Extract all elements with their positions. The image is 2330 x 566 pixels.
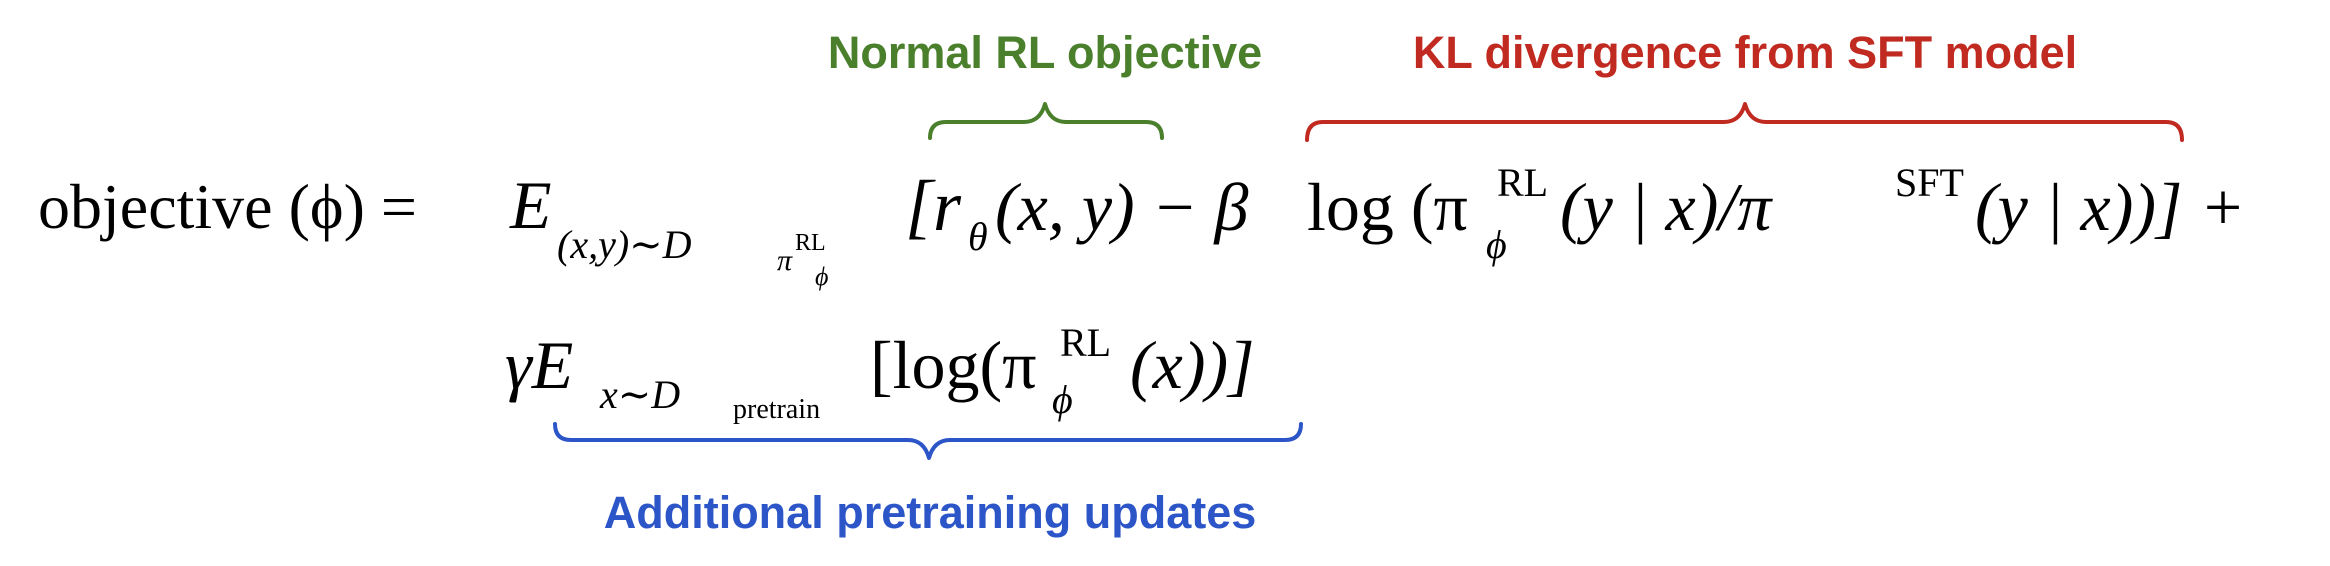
pretrain-log: [log(π (870, 327, 1037, 403)
policy-symbol: π (777, 244, 793, 277)
objective-lhs: objective (ϕ) = (38, 171, 417, 242)
pretrain-rl-superscript: RL (1060, 320, 1111, 365)
middle-args: (y | x)/π (1560, 169, 1773, 245)
expectation-subscript: (x,y)∼D (557, 222, 692, 267)
policy-subscript: ϕ (815, 262, 828, 291)
pretraining-brace (553, 422, 1303, 460)
sft-superscript: SFT (1895, 160, 1964, 205)
reward-term: [r (905, 166, 962, 246)
pretraining-label: Additional pretraining updates (604, 487, 1257, 538)
log-term: log (π (1307, 169, 1468, 245)
rl-subscript: ϕ (1486, 222, 1507, 267)
pretrain-phi-subscript: ϕ (1052, 377, 1073, 422)
rl-objective-label: Normal RL objective (828, 27, 1262, 78)
pretrain-subscript: pretrain (733, 394, 820, 425)
expectation-symbol: E (509, 167, 552, 243)
kl-divergence-label: KL divergence from SFT model (1413, 27, 2077, 78)
pretrain-tail: (x))] (1130, 327, 1255, 403)
gamma-term: γE (505, 327, 573, 403)
policy-superscript: RL (795, 230, 826, 256)
kl-divergence-brace (1305, 102, 2184, 142)
rl-objective-brace (928, 102, 1164, 140)
reward-args: (x, y) − β (995, 169, 1249, 245)
gamma-subscript: x∼D (599, 372, 680, 417)
tail-args: (y | x))] + (1975, 169, 2245, 245)
reward-subscript: θ (968, 214, 988, 259)
rl-superscript: RL (1497, 160, 1548, 205)
